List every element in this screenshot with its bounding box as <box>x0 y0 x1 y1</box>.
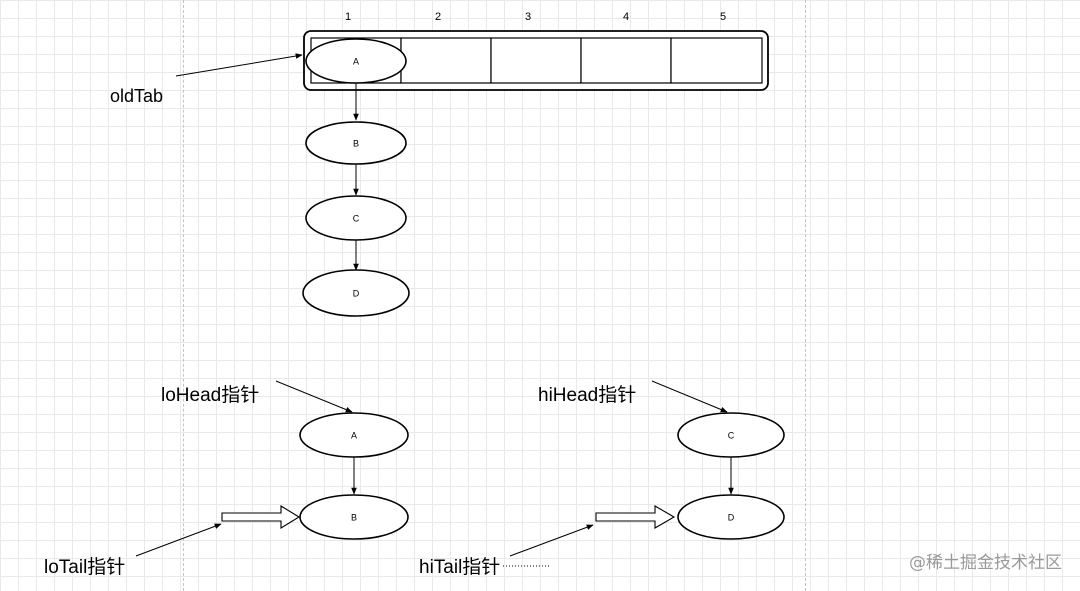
node-hi-c-label: C <box>728 430 735 440</box>
array-slot-4 <box>580 37 672 84</box>
node-d-old <box>302 269 410 317</box>
page-guide-left <box>183 0 184 591</box>
node-c-old <box>305 195 407 241</box>
old-tab-label: oldTab <box>110 86 163 106</box>
node-hi-c <box>677 412 785 458</box>
hi-tail-block-arrow <box>595 505 676 529</box>
lo-head-pointer <box>275 380 353 413</box>
node-c-old-label: C <box>353 213 360 223</box>
array-index-5: 5 <box>720 11 726 23</box>
hi-head-label: hiHead指针 <box>538 384 636 406</box>
node-lo-b-label: B <box>351 512 357 522</box>
array-slot-3 <box>490 37 582 84</box>
node-hi-d-label: D <box>728 512 735 522</box>
old-tab-pointer <box>175 53 303 77</box>
node-a-in-array <box>305 38 407 84</box>
node-d-old-label: D <box>353 288 360 298</box>
lo-tail-block-arrow <box>221 505 301 529</box>
array-index-2: 2 <box>435 11 441 23</box>
hi-tail-label: hiTail指针 <box>419 556 500 578</box>
node-b-old-label: B <box>353 138 359 148</box>
array-slot-2 <box>400 37 492 84</box>
hi-head-pointer <box>651 380 728 413</box>
page-guide-right <box>805 0 806 591</box>
node-hi-d <box>677 494 785 540</box>
array-index-3: 3 <box>525 11 531 23</box>
node-lo-a <box>299 412 409 458</box>
node-lo-a-label: A <box>351 430 357 440</box>
hi-tail-pointer <box>509 524 594 557</box>
lo-tail-label: loTail指针 <box>44 556 125 578</box>
node-a-label: A <box>353 56 359 66</box>
lo-head-label: loHead指针 <box>161 384 259 406</box>
array-slot-5 <box>670 37 763 84</box>
watermark: @稀土掘金技术社区 <box>909 553 1062 573</box>
array-index-4: 4 <box>623 11 629 23</box>
node-b-old <box>305 121 407 165</box>
array-index-1: 1 <box>345 11 351 23</box>
lo-tail-pointer <box>135 523 222 557</box>
